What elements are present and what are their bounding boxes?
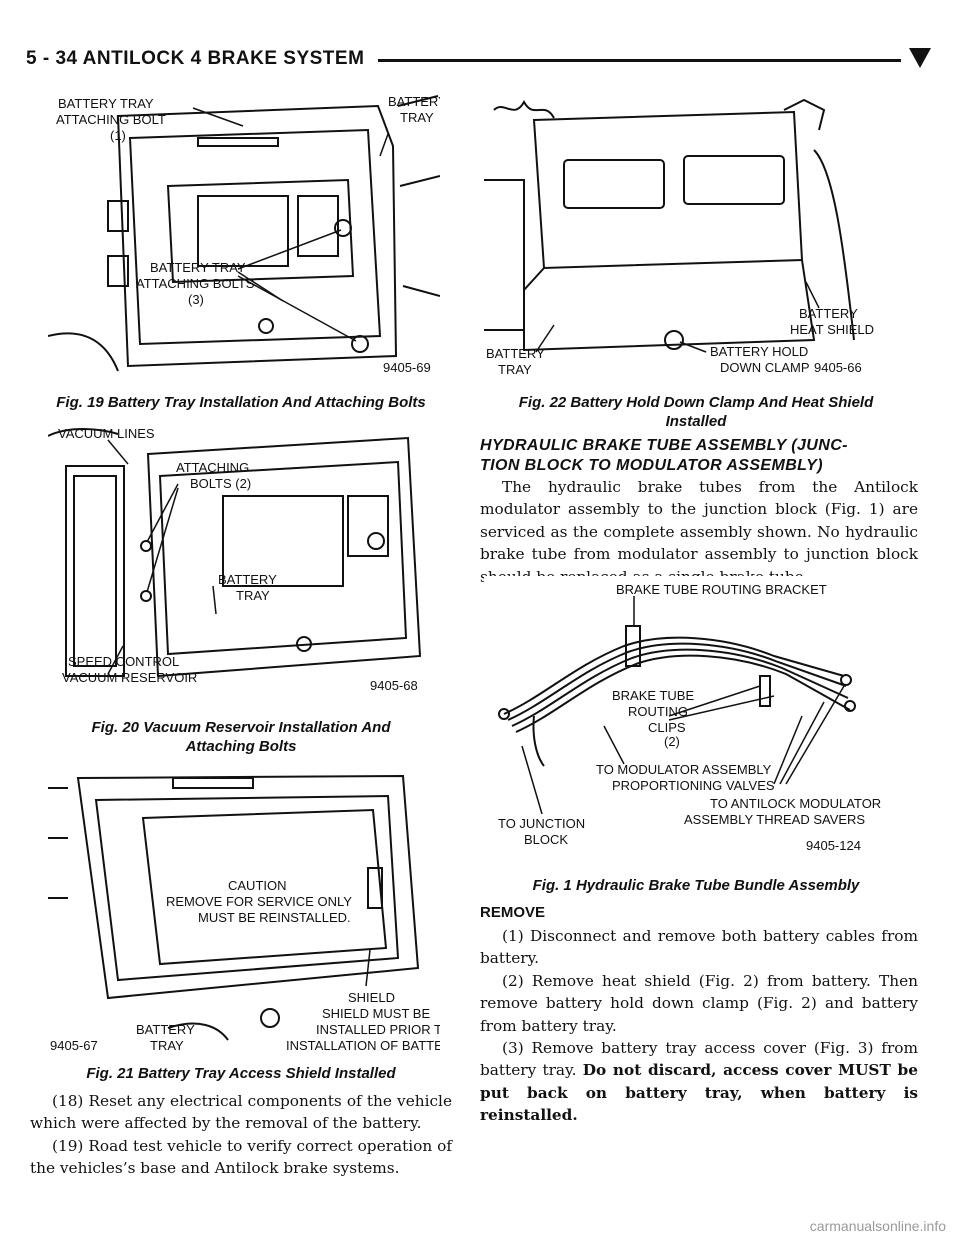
figure-19-drawing: BATTERY TRAY ATTACHING BOLT (1) BATTERY … [48,94,440,375]
figure-22-caption: Fig. 22 Battery Hold Down Clamp And Heat… [476,393,916,431]
step-3-text: (3) Remove battery tray access cover (Fi… [480,1039,918,1080]
figure-19-caption: Fig. 19 Battery Tray Installation And At… [56,394,426,411]
label-tray-bolt-3: (1) [110,128,126,143]
section-heading: HYDRAULIC BRAKE TUBE ASSEMBLY (JUNC- TIO… [480,436,920,476]
step-1: (1) Disconnect and remove both battery c… [480,927,918,968]
header-rule [378,59,901,62]
label-modulator-2: PROPORTIONING VALVES [612,778,775,793]
label-hold-down-1: BATTERY HOLD [710,344,808,359]
figure-number: 9405-67 [50,1038,98,1053]
remove-heading: REMOVE [480,904,546,921]
label-bolts: BATTERY TRAY [150,260,246,275]
figure-number: 9405-124 [806,838,861,852]
left-body-text: (18) Reset any electrical components of … [30,1090,452,1180]
label-installation-battery: INSTALLATION OF BATTERY [286,1038,440,1053]
label-battery: BATTERY [218,572,277,587]
figure-number: 9405-66 [814,360,862,375]
label-routing-bracket: BRAKE TUBE ROUTING BRACKET [616,582,827,597]
label-attaching: ATTACHING [176,460,249,475]
label-shield: SHIELD [348,990,395,1005]
label-thread-savers-2: ASSEMBLY THREAD SAVERS [684,812,865,827]
label-installed-prior: INSTALLED PRIOR TO [316,1022,440,1037]
label-vacuum-reservoir: VACUUM RESERVOIR [62,670,197,685]
label-modulator-1: TO MODULATOR ASSEMBLY [596,762,772,777]
figure-number: 9405-69 [383,360,431,375]
label-battery: BATTERY [486,346,545,361]
label-tray: TRAY [150,1038,184,1053]
figure-22-caption-line-1: Fig. 22 Battery Hold Down Clamp And Heat… [518,394,874,411]
section-heading-line-1: HYDRAULIC BRAKE TUBE ASSEMBLY (JUNC- [480,437,848,454]
figure-1-caption: Fig. 1 Hydraulic Brake Tube Bundle Assem… [532,877,860,894]
step-3-warning: Do not discard, access cover MUST be put… [480,1061,918,1125]
figure-1-drawing: BRAKE TUBE ROUTING BRACKET BRAKE TUBE RO… [498,582,881,852]
figure-21-drawing: CAUTION REMOVE FOR SERVICE ONLY MUST BE … [48,774,440,1053]
label-attaching-2: BOLTS (2) [190,476,251,491]
figure-20-illustration: VACUUM LINES ATTACHING BOLTS (2) BATTERY… [48,416,440,698]
step-19: (19) Road test vehicle to verify correct… [30,1136,452,1178]
figure-number: 9405-68 [370,678,418,693]
label-bolts-3: (3) [188,292,204,307]
page-header: 5 - 34 ANTILOCK 4 BRAKE SYSTEM [26,44,931,78]
label-heat-shield-2: HEAT SHIELD [790,322,874,337]
label-speed-control: SPEED CONTROL [68,654,179,669]
figure-22-drawing: BATTERY HEAT SHIELD BATTERY TRAY BATTERY… [484,98,874,377]
label-junction-1: TO JUNCTION [498,816,585,831]
figure-21-illustration: CAUTION REMOVE FOR SERVICE ONLY MUST BE … [48,758,440,1058]
remove-steps: (1) Disconnect and remove both battery c… [480,925,918,1127]
figure-22-illustration: BATTERY HEAT SHIELD BATTERY TRAY BATTERY… [484,90,876,378]
triangle-icon [909,48,931,68]
label-bolts-2: ATTACHING BOLTS [136,276,255,291]
step-18: (18) Reset any electrical components of … [30,1092,452,1133]
caution-title: CAUTION [228,878,287,893]
figure-21-caption: Fig. 21 Battery Tray Access Shield Insta… [86,1065,396,1082]
figure-20-caption-line-2: Attaching Bolts [185,738,297,755]
label-thread-savers-1: TO ANTILOCK MODULATOR [710,796,881,811]
figure-20-drawing: VACUUM LINES ATTACHING BOLTS (2) BATTERY… [48,426,422,693]
figure-22-caption-line-2: Installed [665,413,727,430]
label-clips-1: BRAKE TUBE [612,688,694,703]
caution-line-1: REMOVE FOR SERVICE ONLY [166,894,352,909]
label-clips-4: (2) [664,734,680,749]
caution-line-2: MUST BE REINSTALLED. [198,910,351,925]
label-clips-3: CLIPS [648,720,686,735]
label-tray: TRAY [498,362,532,377]
label-battery: BATTERY [136,1022,195,1037]
watermark: carmanualsonline.info [809,1218,946,1234]
label-tray-bolt-2: ATTACHING BOLT [56,112,166,127]
intro-text: The hydraulic brake tubes from the Antil… [480,476,918,588]
label-tray-2: TRAY [400,110,434,125]
label-heat-shield-1: BATTERY [799,306,858,321]
figure-19-illustration: BATTERY TRAY ATTACHING BOLT (1) BATTERY … [48,86,440,378]
figure-20-caption-line-1: Fig. 20 Vacuum Reservoir Installation An… [91,719,391,736]
label-clips-2: ROUTING [628,704,688,719]
section-heading-line-2: TION BLOCK TO MODULATOR ASSEMBLY) [480,457,823,474]
figure-1-illustration: BRAKE TUBE ROUTING BRACKET BRAKE TUBE RO… [484,576,884,852]
label-shield-must-be: SHIELD MUST BE [322,1006,430,1021]
page-title: 5 - 34 ANTILOCK 4 BRAKE SYSTEM [26,48,365,69]
label-vacuum-lines: VACUUM LINES [58,426,155,441]
figure-20-caption: Fig. 20 Vacuum Reservoir Installation An… [26,718,456,756]
label-hold-down-2: DOWN CLAMP [720,360,810,375]
label-tray-bolt: BATTERY TRAY [58,96,154,111]
label-junction-2: BLOCK [524,832,568,847]
intro-paragraph: The hydraulic brake tubes from the Antil… [480,478,918,586]
label-tray: TRAY [236,588,270,603]
step-3: (3) Remove battery tray access cover (Fi… [480,1037,918,1127]
step-2: (2) Remove heat shield (Fig. 2) from bat… [480,971,918,1035]
label-tray: BATTERY [388,94,440,109]
